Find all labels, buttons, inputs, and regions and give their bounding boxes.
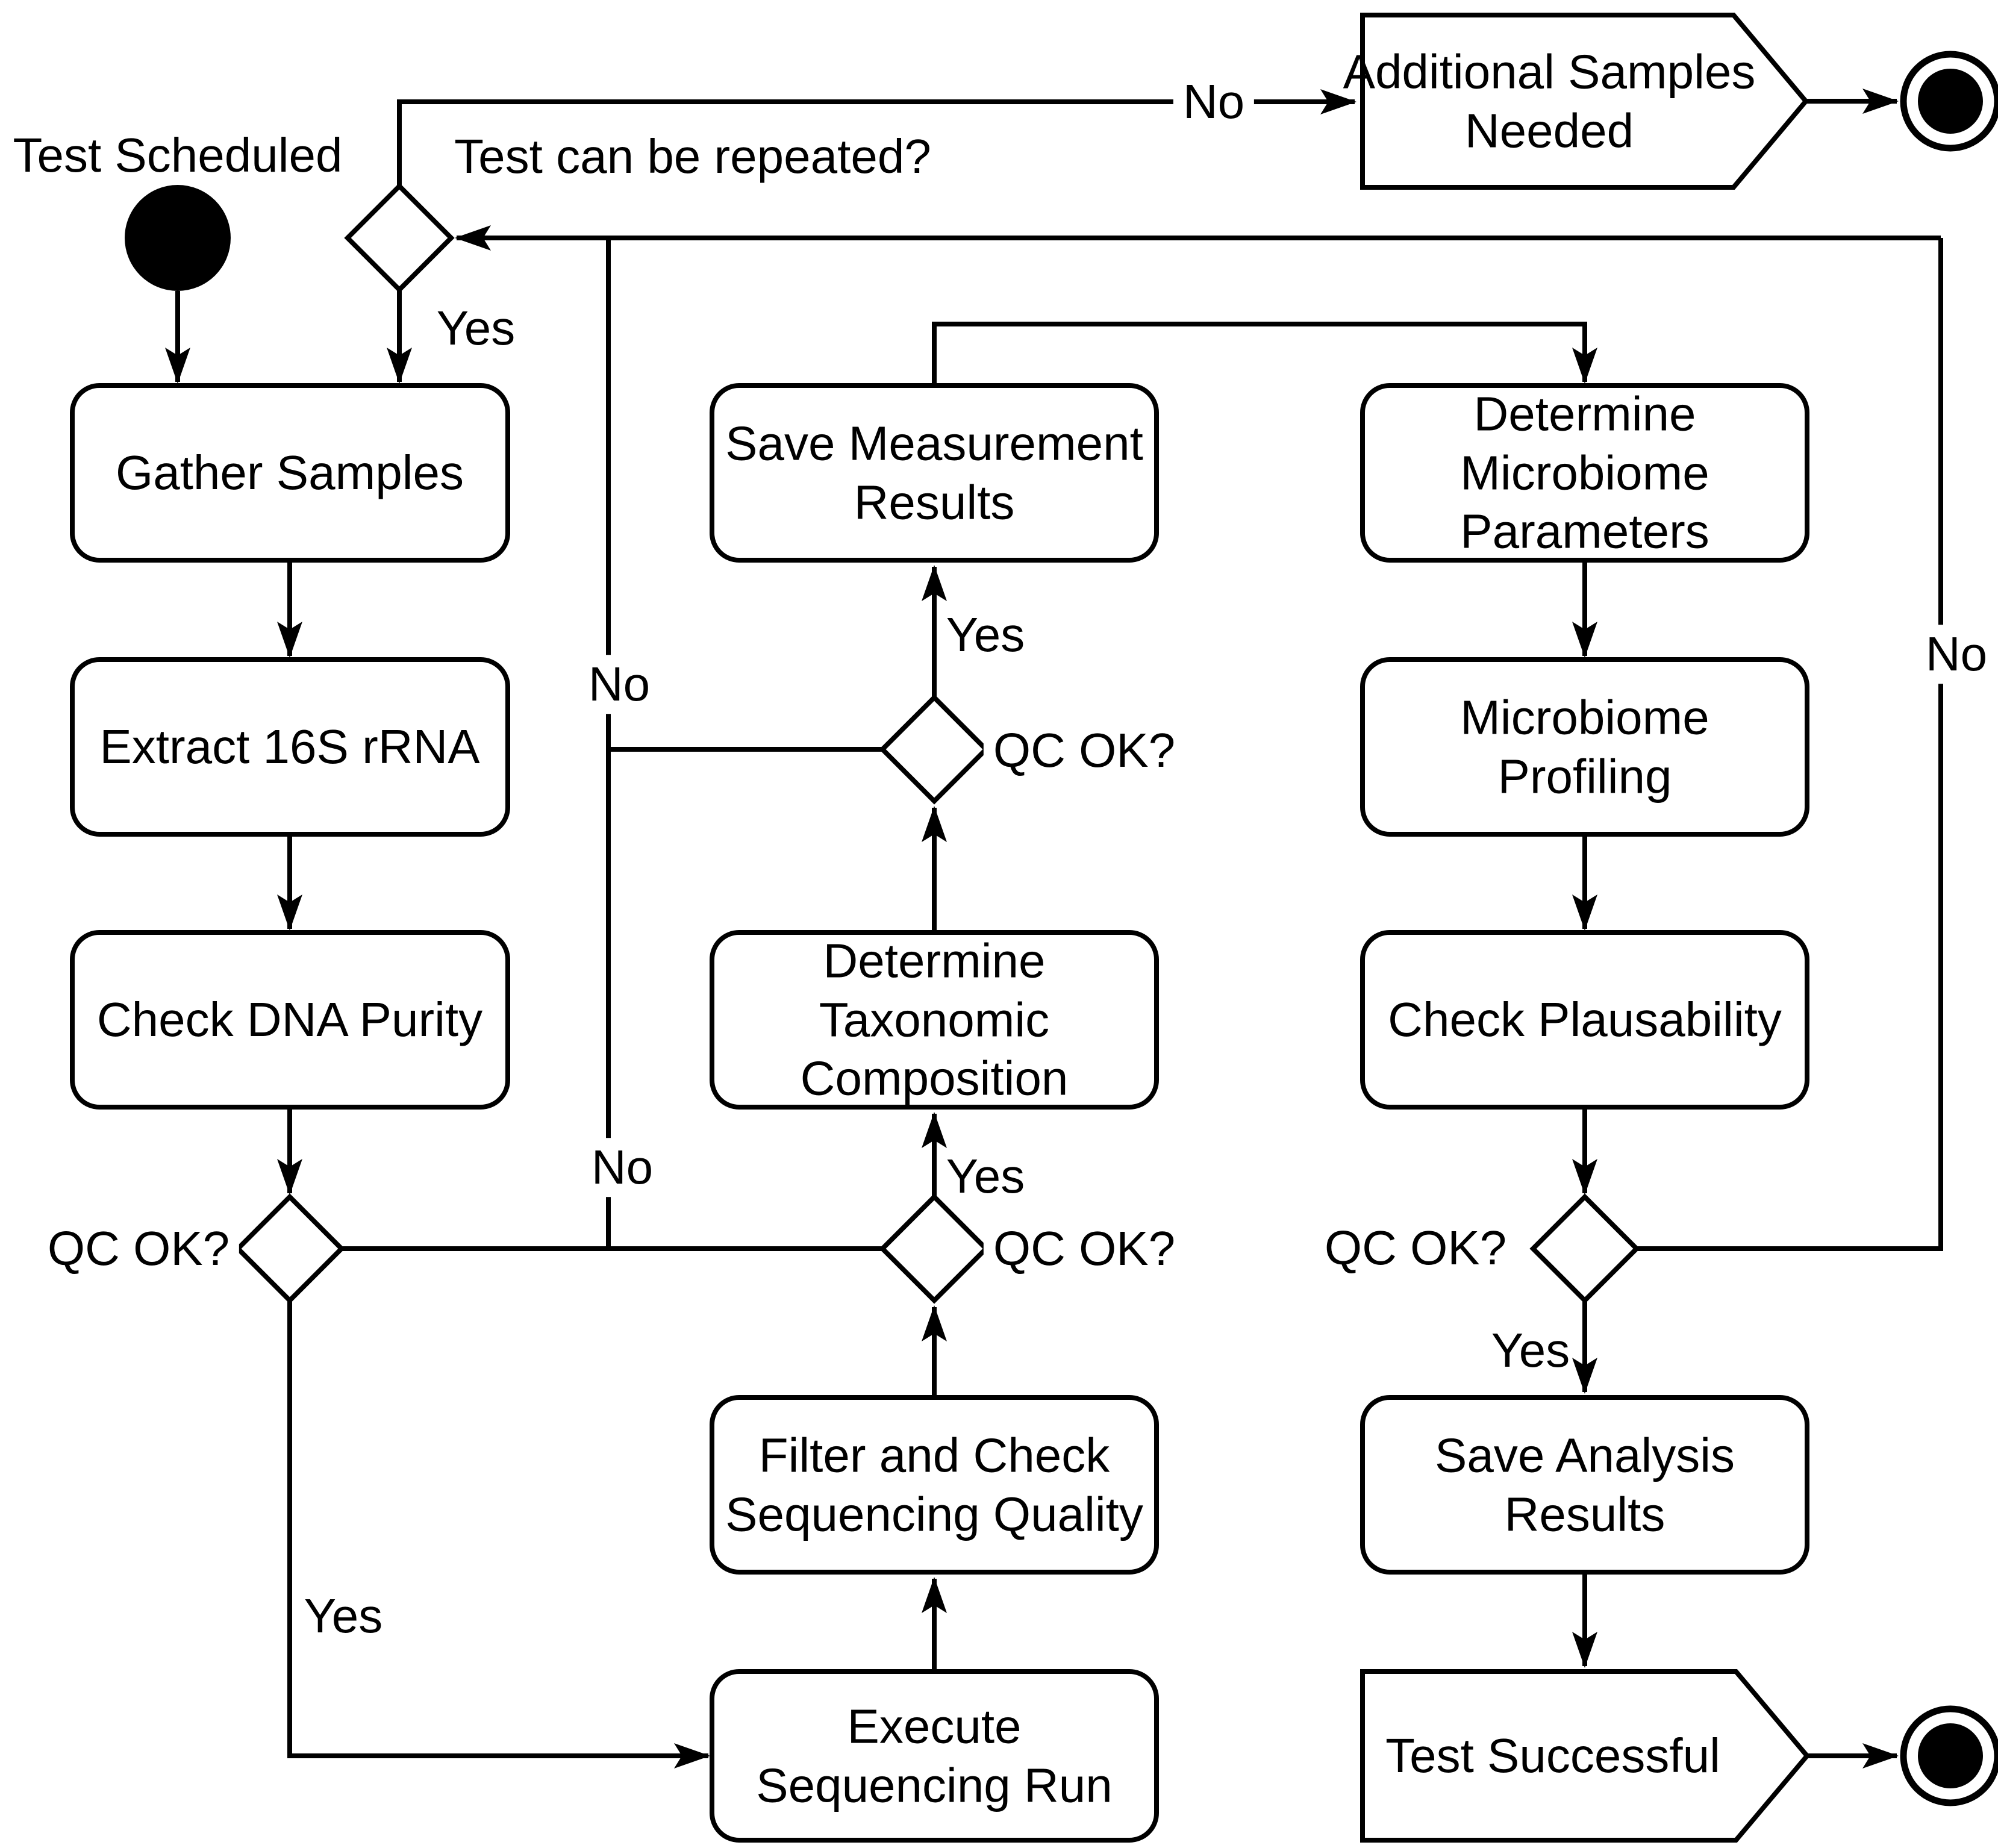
qc-diamond-plausability bbox=[1529, 1193, 1640, 1304]
no-label-sequencing: No bbox=[581, 1138, 663, 1197]
check-plausability-label: Check Plausability bbox=[1388, 993, 1782, 1047]
determine-taxonomic-label: Determine Taxonomic Composition bbox=[800, 934, 1069, 1105]
save-analysis-results-label: Save Analysis Results bbox=[1434, 1428, 1735, 1541]
repeat-question-label: Test can be repeated? bbox=[454, 130, 931, 184]
qc-diamond-sequencing bbox=[879, 1193, 990, 1304]
check-dna-purity-label: Check DNA Purity bbox=[96, 993, 483, 1047]
edge-savemeas-to-detmic bbox=[932, 322, 1597, 386]
repeat-decision-diamond bbox=[344, 183, 455, 293]
no-label-repeat: No bbox=[1173, 72, 1255, 131]
start-label: Test Scheduled bbox=[13, 128, 343, 183]
check-plausability-box bbox=[1360, 930, 1809, 1110]
execute-sequencing-box bbox=[710, 1669, 1159, 1843]
gather-samples-label: Gather Samples bbox=[115, 446, 464, 500]
edge-qc4-no-vertical bbox=[1637, 238, 1943, 1251]
edge-repeat-no-to-additional bbox=[397, 89, 1356, 186]
additional-samples-pentagon bbox=[1360, 13, 1809, 190]
save-analysis-results-box bbox=[1360, 1395, 1809, 1575]
save-measurement-results-label: Save Measurement Results bbox=[725, 416, 1143, 529]
test-successful-pentagon bbox=[1360, 1669, 1811, 1843]
qc-label-taxonomic: QC OK? bbox=[983, 721, 1185, 780]
extract-rrna-box bbox=[70, 657, 510, 837]
yes-label-plausability: Yes bbox=[1491, 1323, 1570, 1378]
test-successful-label: Test Successful bbox=[1385, 1729, 1720, 1783]
gather-samples-box bbox=[70, 383, 510, 563]
determine-microbiome-parameters-label: Determine Microbiome Parameters bbox=[1460, 387, 1709, 558]
filter-check-quality-label: Filter and Check Sequencing Quality bbox=[725, 1428, 1143, 1541]
qc-diamond-taxonomic bbox=[879, 694, 990, 805]
microbiome-profiling-label: Microbiome Profiling bbox=[1460, 690, 1709, 803]
final-node-top bbox=[1900, 51, 1998, 152]
qc-diamond-dna-purity bbox=[234, 1193, 345, 1304]
execute-sequencing-label: Execute Sequencing Run bbox=[756, 1699, 1113, 1812]
yes-label-sequencing: Yes bbox=[946, 1149, 1025, 1203]
determine-taxonomic-box bbox=[710, 930, 1159, 1110]
yes-label-repeat: Yes bbox=[436, 301, 516, 355]
start-node bbox=[125, 185, 231, 291]
additional-samples-label: Additional Samples Needed bbox=[1343, 45, 1756, 157]
final-node-bottom bbox=[1900, 1705, 1998, 1806]
yes-label-taxonomic: Yes bbox=[946, 608, 1025, 662]
microbiome-profiling-box bbox=[1360, 657, 1809, 837]
qc-label-sequencing: QC OK? bbox=[983, 1219, 1185, 1278]
no-label-plausability: No bbox=[1915, 625, 1997, 684]
save-measurement-results-box bbox=[710, 383, 1159, 563]
qc-label-plausability: QC OK? bbox=[1314, 1219, 1517, 1278]
filter-check-quality-box bbox=[710, 1395, 1159, 1575]
extract-rrna-label: Extract 16S rRNA bbox=[99, 720, 480, 774]
yes-label-dna-purity: Yes bbox=[304, 1589, 383, 1643]
edge-qc1-yes-to-execute bbox=[287, 1300, 710, 1768]
determine-microbiome-parameters-box bbox=[1360, 383, 1809, 563]
check-dna-purity-box bbox=[70, 930, 510, 1110]
qc-label-dna-purity: QC OK? bbox=[37, 1219, 240, 1278]
no-label-taxonomic: No bbox=[578, 655, 660, 714]
